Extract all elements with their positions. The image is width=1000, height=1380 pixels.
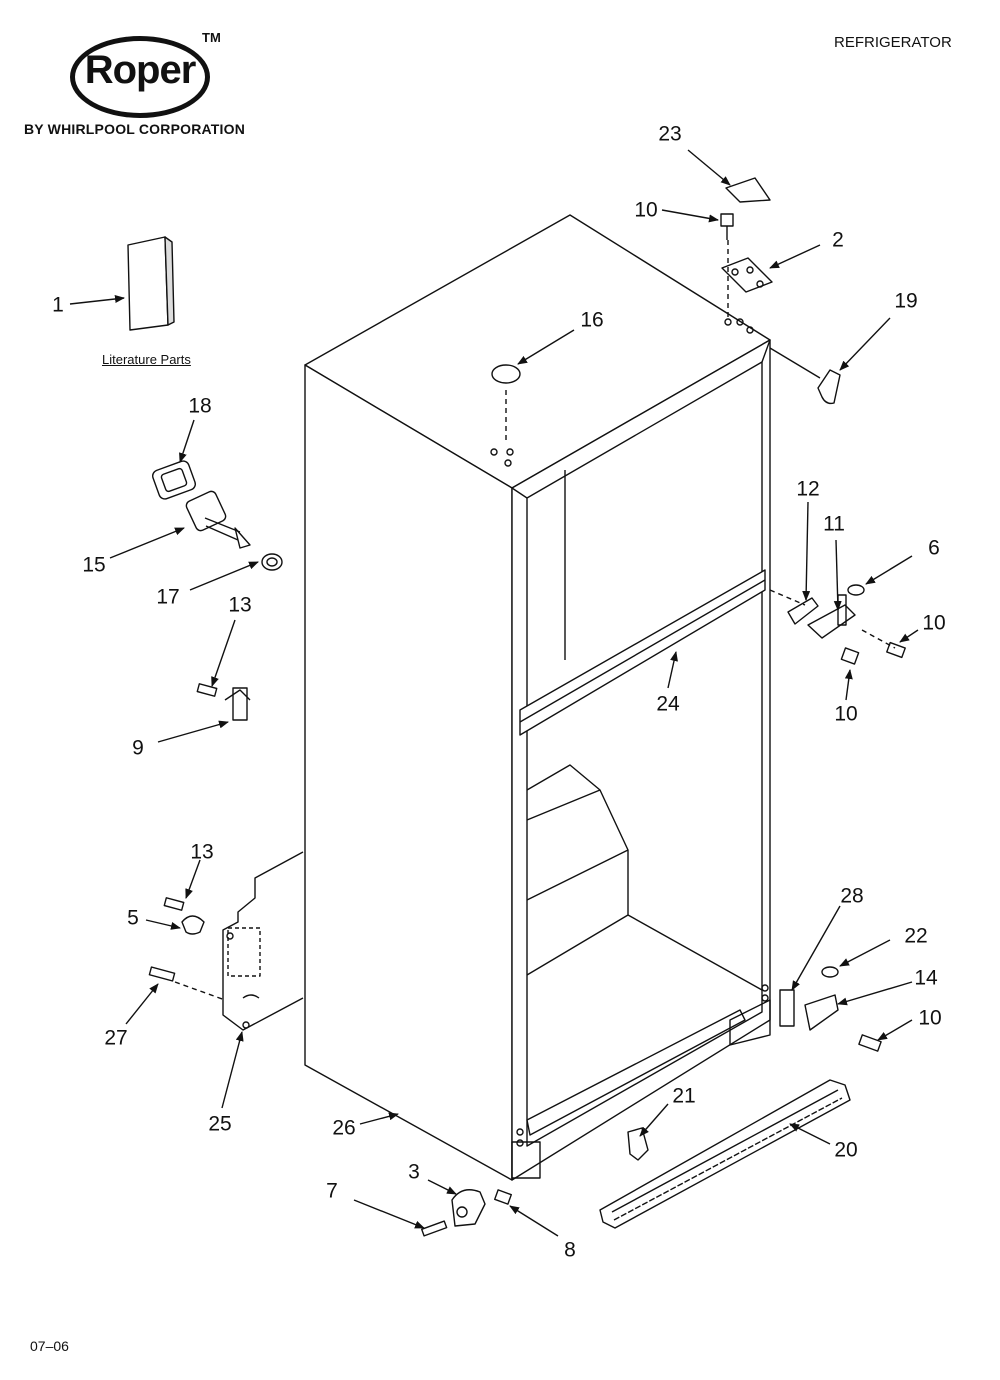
refrigerator-cabinet — [304, 214, 771, 1181]
callout-17: 17 — [156, 585, 180, 609]
callout-20: 20 — [834, 1138, 858, 1162]
callout-16: 16 — [580, 308, 604, 332]
hinge-bracket-9 — [196, 683, 251, 721]
callout-10-center-lower: 10 — [834, 702, 858, 726]
page-category: REFRIGERATOR — [834, 34, 952, 51]
gasket-leveler-assembly — [152, 460, 283, 571]
callout-28: 28 — [840, 884, 864, 908]
callout-11: 11 — [823, 512, 845, 536]
callout-9: 9 — [132, 736, 144, 760]
callout-leaders — [69, 149, 919, 1237]
top-hinge-assembly — [491, 177, 841, 440]
callout-10-bottom: 10 — [918, 1006, 942, 1030]
literature-parts-label: Literature Parts — [102, 352, 191, 367]
roper-logo-wordmark: Roper — [84, 48, 197, 92]
callout-19: 19 — [894, 289, 918, 313]
trademark-symbol: TM — [202, 30, 221, 45]
callout-8: 8 — [564, 1238, 576, 1262]
callout-1: 1 — [52, 293, 64, 317]
callout-3: 3 — [408, 1160, 420, 1184]
callout-25: 25 — [208, 1112, 232, 1136]
center-hinge-assembly — [769, 584, 906, 665]
callout-14: 14 — [914, 966, 938, 990]
callout-23: 23 — [658, 122, 682, 146]
callout-5: 5 — [127, 906, 139, 930]
callout-10-top: 10 — [634, 198, 658, 222]
callout-13-lower: 13 — [190, 840, 214, 864]
brand-byline: BY WHIRLPOOL CORPORATION — [24, 121, 246, 137]
literature-binder — [127, 236, 175, 331]
callout-12: 12 — [796, 477, 820, 501]
footer-date-code: 07–06 — [30, 1338, 69, 1354]
callout-21: 21 — [672, 1084, 696, 1108]
callout-27: 27 — [104, 1026, 128, 1050]
callout-13-upper: 13 — [228, 593, 252, 617]
base-grille — [599, 1079, 851, 1229]
callout-24: 24 — [656, 692, 680, 716]
callout-6: 6 — [928, 536, 940, 560]
callout-18: 18 — [188, 394, 212, 418]
callout-26: 26 — [332, 1116, 356, 1140]
side-mounting-panel — [148, 851, 304, 1031]
roper-logo-oval — [70, 36, 210, 118]
callout-15: 15 — [82, 553, 106, 577]
callout-7: 7 — [326, 1179, 338, 1203]
callout-2: 2 — [832, 228, 844, 252]
callout-22: 22 — [904, 924, 928, 948]
front-roller-assembly — [420, 1189, 512, 1237]
callout-10-center-right: 10 — [922, 611, 946, 635]
lower-hinge-assembly — [779, 966, 882, 1052]
